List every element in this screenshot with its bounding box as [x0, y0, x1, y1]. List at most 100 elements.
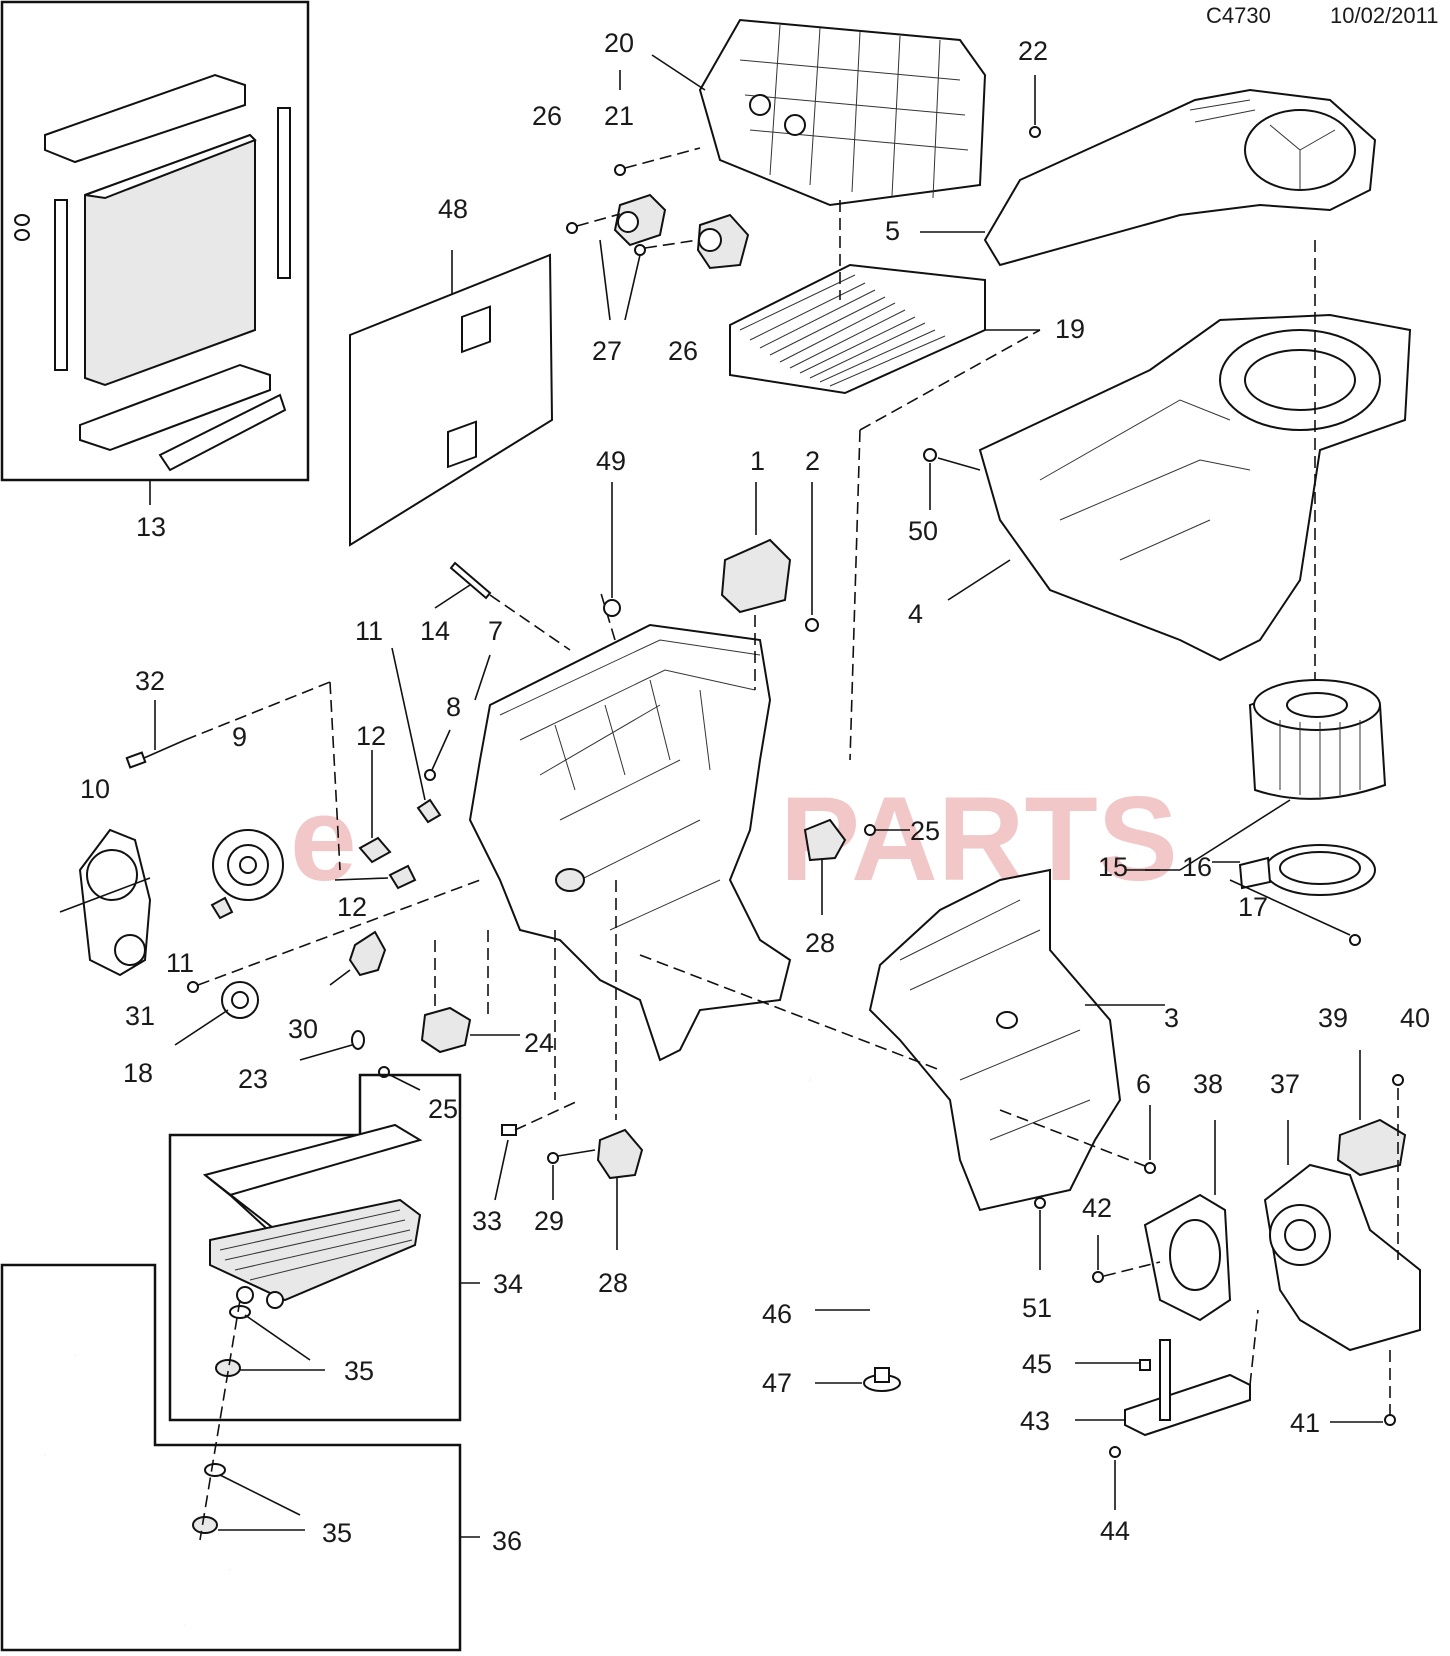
callout-12: 12: [337, 892, 367, 922]
screws-21-27: [566, 70, 701, 321]
callout-43: 43: [1020, 1406, 1050, 1436]
part-33-sensor: [494, 1099, 581, 1201]
callout-47: 47: [762, 1368, 792, 1398]
callout-24: 24: [524, 1028, 554, 1058]
callout-26: 26: [532, 101, 562, 131]
part-10-cover: [78, 828, 152, 977]
callout-29: 29: [534, 1206, 564, 1236]
callout-17: 17: [1238, 892, 1268, 922]
part-3-housing: [868, 868, 1165, 1212]
callout-4: 4: [908, 599, 923, 629]
part-8-screw: [424, 654, 491, 781]
part-13-kit: [0, 0, 310, 505]
callout-3: 3: [1164, 1003, 1179, 1033]
part-23-gasket: [299, 1030, 365, 1061]
callout-26: 26: [668, 336, 698, 366]
callout-30: 30: [288, 1014, 318, 1044]
part-48-panel: [349, 250, 554, 547]
callout-35: 35: [322, 1518, 352, 1548]
callout-23: 23: [238, 1064, 268, 1094]
part-38-housing: [1143, 1120, 1232, 1322]
callout-28: 28: [805, 928, 835, 958]
callout-41: 41: [1290, 1408, 1320, 1438]
callout-37: 37: [1270, 1069, 1300, 1099]
callout-31: 31: [125, 1001, 155, 1031]
callout-27: 27: [592, 336, 622, 366]
part-34-heater-core-kit: [168, 1073, 480, 1422]
callout-11: 11: [355, 616, 383, 646]
watermark: e PARTS: [290, 772, 1178, 906]
part-44-screw: [1109, 1446, 1121, 1510]
callout-42: 42: [1082, 1193, 1112, 1223]
callout-9: 9: [232, 722, 247, 752]
leader-lines: [59, 54, 1180, 1046]
callout-25: 25: [910, 816, 940, 846]
callout-6: 6: [1136, 1069, 1151, 1099]
part-45-clip: [1075, 1359, 1151, 1371]
part-26-actuator-upper: [613, 193, 667, 247]
part-26-actuator-lower: [696, 213, 750, 270]
part-32-sensor: [125, 681, 341, 871]
part-50-screw: [849, 329, 1041, 761]
part-42-screw: [1092, 1235, 1161, 1283]
watermark-word: PARTS: [780, 772, 1178, 906]
callout-15: 15: [1098, 852, 1128, 882]
part-9-gear: [212, 829, 284, 901]
part-51-screw: [1034, 1197, 1046, 1270]
part-19-cabin-filter: [729, 200, 986, 395]
callout-49: 49: [596, 446, 626, 476]
callout-28: 28: [598, 1268, 628, 1298]
callout-46: 46: [762, 1299, 792, 1329]
callout-25: 25: [428, 1094, 458, 1124]
callout-50: 50: [908, 516, 938, 546]
callout-13: 13: [136, 512, 166, 542]
callout-7: 7: [488, 616, 503, 646]
callout-44: 44: [1100, 1516, 1130, 1546]
callout-12: 12: [356, 721, 386, 751]
part-41-screw: [1330, 1350, 1396, 1426]
callout-39: 39: [1318, 1003, 1348, 1033]
callout-14: 14: [420, 616, 450, 646]
callout-51: 51: [1022, 1293, 1052, 1323]
part-49-clip: [603, 482, 621, 617]
part-43-bracket: [1075, 1309, 1259, 1437]
part-30-actuator: [329, 930, 387, 986]
part-11-actuator-arm: [210, 647, 442, 920]
part-35-seals: [192, 1299, 325, 1541]
callout-33: 33: [472, 1206, 502, 1236]
part-12-actuators: [334, 750, 417, 890]
diagram-code: C4730: [1206, 3, 1271, 28]
part-16-ring: [1212, 844, 1376, 896]
part-1-resistor: [720, 482, 819, 690]
part-20-evaporator: [698, 18, 987, 207]
callout-45: 45: [1022, 1349, 1052, 1379]
watermark-prefix: e: [290, 772, 357, 906]
callout-36: 36: [492, 1526, 522, 1556]
callout-40: 40: [1400, 1003, 1430, 1033]
part-46-drain-hose: [639, 954, 941, 1311]
part-47-grommet: [815, 1367, 901, 1392]
part-28-actuators: [596, 818, 847, 1250]
part-36-heater-pipes-kit: [0, 1263, 480, 1652]
part-5-blower-duct: [983, 88, 1377, 267]
callout-1: 1: [750, 446, 765, 476]
callout-22: 22: [1018, 36, 1048, 66]
part-39-module: [1336, 1050, 1407, 1177]
diagram-date: 10/02/2011: [1330, 3, 1438, 28]
callout-18: 18: [123, 1058, 153, 1088]
callout-20: 20: [604, 28, 634, 58]
callout-34: 34: [493, 1269, 523, 1299]
part-4-lower-housing: [978, 240, 1412, 690]
callout-16: 16: [1182, 852, 1212, 882]
callout-19: 19: [1055, 314, 1085, 344]
callout-8: 8: [446, 692, 461, 722]
callout-10: 10: [80, 774, 110, 804]
callout-32: 32: [135, 666, 165, 696]
part-31-screw: [187, 879, 481, 993]
callout-48: 48: [438, 194, 468, 224]
part-7-main-housing: [468, 589, 792, 1120]
callout-2: 2: [805, 446, 820, 476]
part-14-rod: [434, 561, 571, 651]
